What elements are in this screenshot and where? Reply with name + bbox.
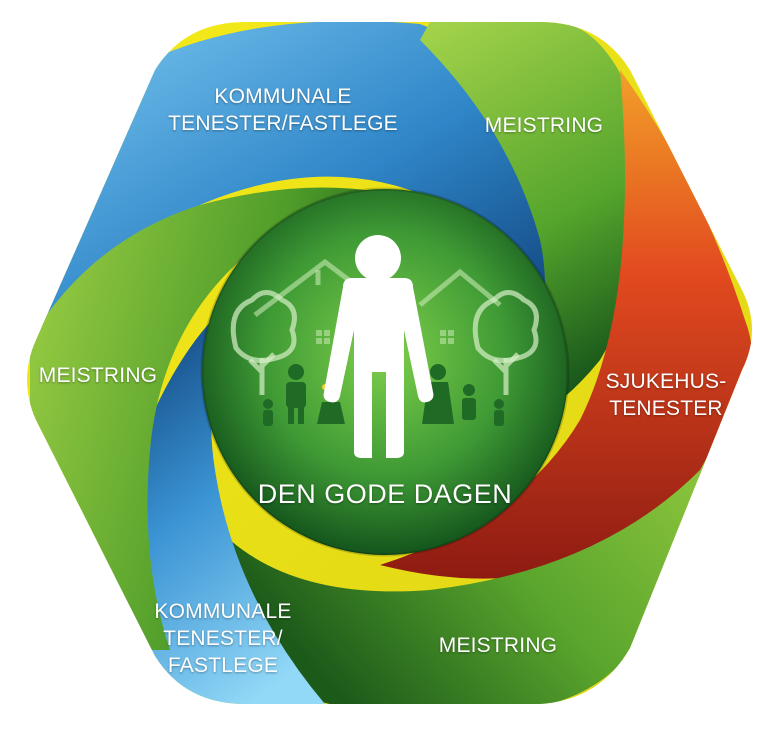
label-line: TENESTER xyxy=(609,397,723,420)
label-top-right: MEISTRING xyxy=(474,112,614,139)
label-left: MEISTRING xyxy=(28,362,168,389)
label-top-left: KOMMUNALE TENESTER/FASTLEGE xyxy=(168,83,398,137)
label-line: KOMMUNALE xyxy=(214,85,352,108)
center-title: DEN GODE DAGEN xyxy=(257,479,513,509)
window-icon xyxy=(316,330,454,344)
family-icon xyxy=(263,364,504,426)
segment-green-top-right xyxy=(420,22,645,440)
label-line: TENESTER/FASTLEGE xyxy=(168,112,398,135)
label-line: MEISTRING xyxy=(438,634,558,657)
label-line: MEISTRING xyxy=(484,114,604,137)
center-circle-rim xyxy=(200,187,570,557)
label-line: SJUKEHUS- xyxy=(605,370,727,393)
label-right: SJUKEHUS- TENESTER xyxy=(596,368,736,422)
segment-green-left xyxy=(30,187,430,650)
label-bottom-right: MEISTRING xyxy=(428,632,568,659)
tree-icon xyxy=(472,290,539,395)
label-line: FASTLEGE xyxy=(167,654,279,677)
person-icon xyxy=(323,235,434,458)
segment-blue-bottom-left xyxy=(114,290,330,704)
label-line: MEISTRING xyxy=(38,364,158,387)
segment-green-bottom-right xyxy=(230,360,752,704)
label-line: TENESTER/ xyxy=(163,627,283,650)
segment-blue-top xyxy=(40,22,560,330)
tree-icon xyxy=(230,290,297,395)
label-line: KOMMUNALE xyxy=(154,600,292,623)
label-bottom-left: KOMMUNALE TENESTER/ FASTLEGE xyxy=(138,598,308,679)
segment-red-right xyxy=(380,70,752,579)
